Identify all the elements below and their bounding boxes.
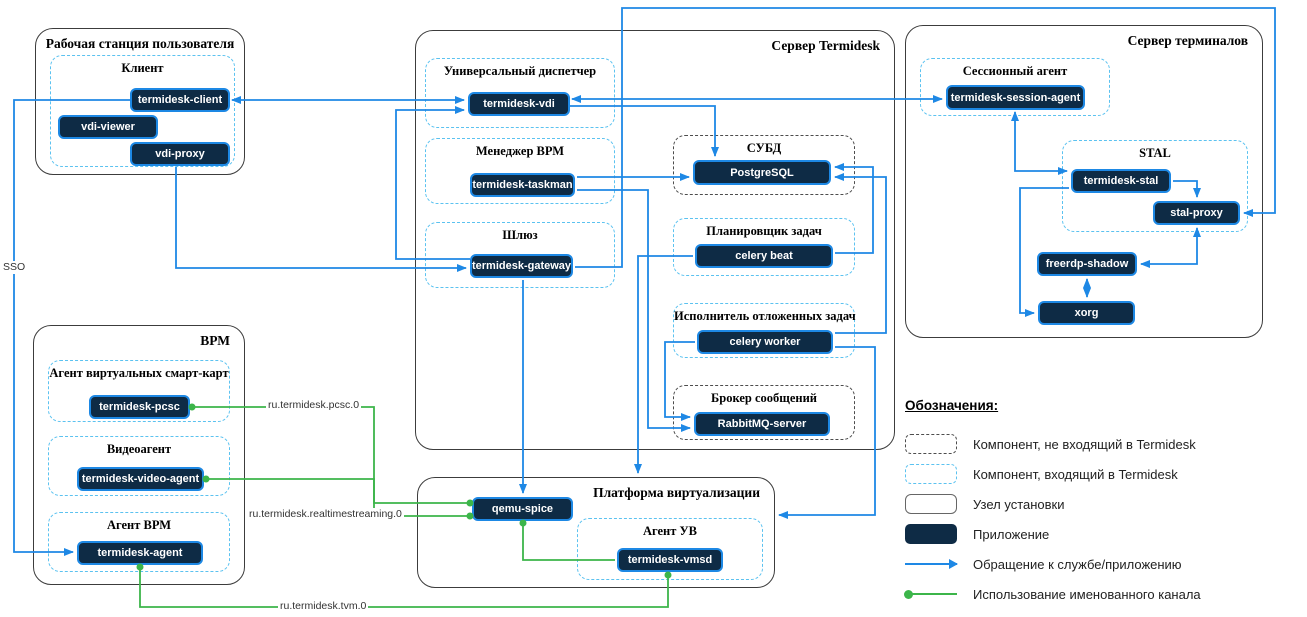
edge-label-realtimestreaming-channel: ru.termidesk.realtimestreaming.0: [247, 508, 404, 521]
app-termidesk-pcsc: termidesk-pcsc: [89, 395, 190, 419]
group-title-broker: Брокер сообщений: [711, 391, 817, 405]
container-title-virt-platform: Платформа виртуализации: [593, 485, 760, 500]
legend-label-4: Обращение к службе/приложению: [973, 556, 1182, 572]
group-title-vrm-manager: Менеджер ВРМ: [475, 144, 565, 158]
legend-item-4: Обращение к службе/приложению: [905, 549, 1295, 579]
container-title-workstation: Рабочая станция пользователя: [45, 36, 235, 51]
group-title-dispatcher: Универсальный диспетчер: [443, 64, 597, 78]
group-title-uv-agent: Агент УВ: [642, 524, 698, 538]
legend-item-1: Компонент, входящий в Termidesk: [905, 459, 1295, 489]
container-title-termidesk-server: Сервер Termidesk: [771, 38, 880, 53]
group-title-vrm-agent: Агент ВРМ: [106, 518, 172, 532]
legend-swatch-channel-swatch: [904, 589, 957, 599]
legend-label-3: Приложение: [973, 526, 1050, 542]
app-termidesk-stal: termidesk-stal: [1071, 169, 1171, 193]
group-title-executor: Исполнитель отложенных задач: [674, 309, 856, 323]
container-title-terminal-server: Сервер терминалов: [1127, 33, 1248, 48]
app-qemu-spice: qemu-spice: [472, 497, 573, 521]
app-postgresql: PostgreSQL: [693, 160, 831, 185]
group-title-scheduler: Планировщик задач: [706, 224, 822, 238]
app-termidesk-vmsd: termidesk-vmsd: [617, 548, 723, 572]
app-rabbitmq-server: RabbitMQ-server: [694, 412, 830, 436]
group-title-gateway: Шлюз: [502, 228, 538, 242]
app-stal-proxy: stal-proxy: [1153, 201, 1240, 225]
legend-swatch-solid: [905, 494, 957, 514]
group-title-smartcard-agent: Агент виртуальных смарт-карт: [49, 366, 229, 380]
app-freerdp-shadow: freerdp-shadow: [1037, 252, 1137, 276]
group-title-stal: STAL: [1139, 146, 1171, 160]
app-termidesk-session-agent: termidesk-session-agent: [946, 85, 1085, 110]
app-termidesk-gateway: termidesk-gateway: [470, 254, 573, 278]
legend-swatch-app-swatch: [905, 524, 957, 544]
group-title-session-agent: Сессионный агент: [962, 64, 1068, 78]
app-vdi-viewer: vdi-viewer: [58, 115, 158, 139]
app-termidesk-client: termidesk-client: [130, 88, 230, 112]
app-celery-beat: celery beat: [695, 244, 833, 268]
legend-label-0: Компонент, не входящий в Termidesk: [973, 436, 1196, 452]
app-celery-worker: celery worker: [697, 330, 833, 354]
app-termidesk-video-agent: termidesk-video-agent: [77, 467, 204, 491]
app-termidesk-agent: termidesk-agent: [77, 541, 203, 565]
legend-item-0: Компонент, не входящий в Termidesk: [905, 429, 1295, 459]
legend: Обозначения: Компонент, не входящий в Ter…: [904, 398, 1295, 609]
legend-swatch-dark-dashed: [905, 434, 957, 454]
legend-label-2: Узел установки: [973, 496, 1065, 512]
legend-label-5: Использование именованного канала: [973, 586, 1201, 602]
legend-label-1: Компонент, входящий в Termidesk: [973, 466, 1178, 482]
legend-item-3: Приложение: [905, 519, 1295, 549]
container-title-vrm: ВРМ: [200, 333, 230, 348]
edge-label-tvm-channel: ru.termidesk.tvm.0: [278, 600, 369, 613]
group-title-video-agent: Видеоагент: [106, 442, 172, 456]
group-title-client: Клиент: [121, 61, 164, 75]
legend-title: Обозначения:: [905, 398, 999, 413]
app-termidesk-taskman: termidesk-taskman: [470, 173, 575, 197]
edge-label-pcsc-channel: ru.termidesk.pcsc.0: [266, 399, 362, 412]
legend-swatch-blue-dashed: [905, 464, 957, 484]
edge-label-sso: SSO: [1, 261, 28, 274]
legend-item-5: Использование именованного канала: [904, 579, 1295, 609]
legend-swatch-arrow-swatch: [905, 559, 958, 569]
app-vdi-proxy: vdi-proxy: [130, 142, 230, 166]
app-xorg: xorg: [1038, 301, 1135, 325]
legend-item-2: Узел установки: [905, 489, 1295, 519]
group-title-dbms: СУБД: [746, 141, 782, 155]
app-termidesk-vdi: termidesk-vdi: [468, 92, 570, 116]
